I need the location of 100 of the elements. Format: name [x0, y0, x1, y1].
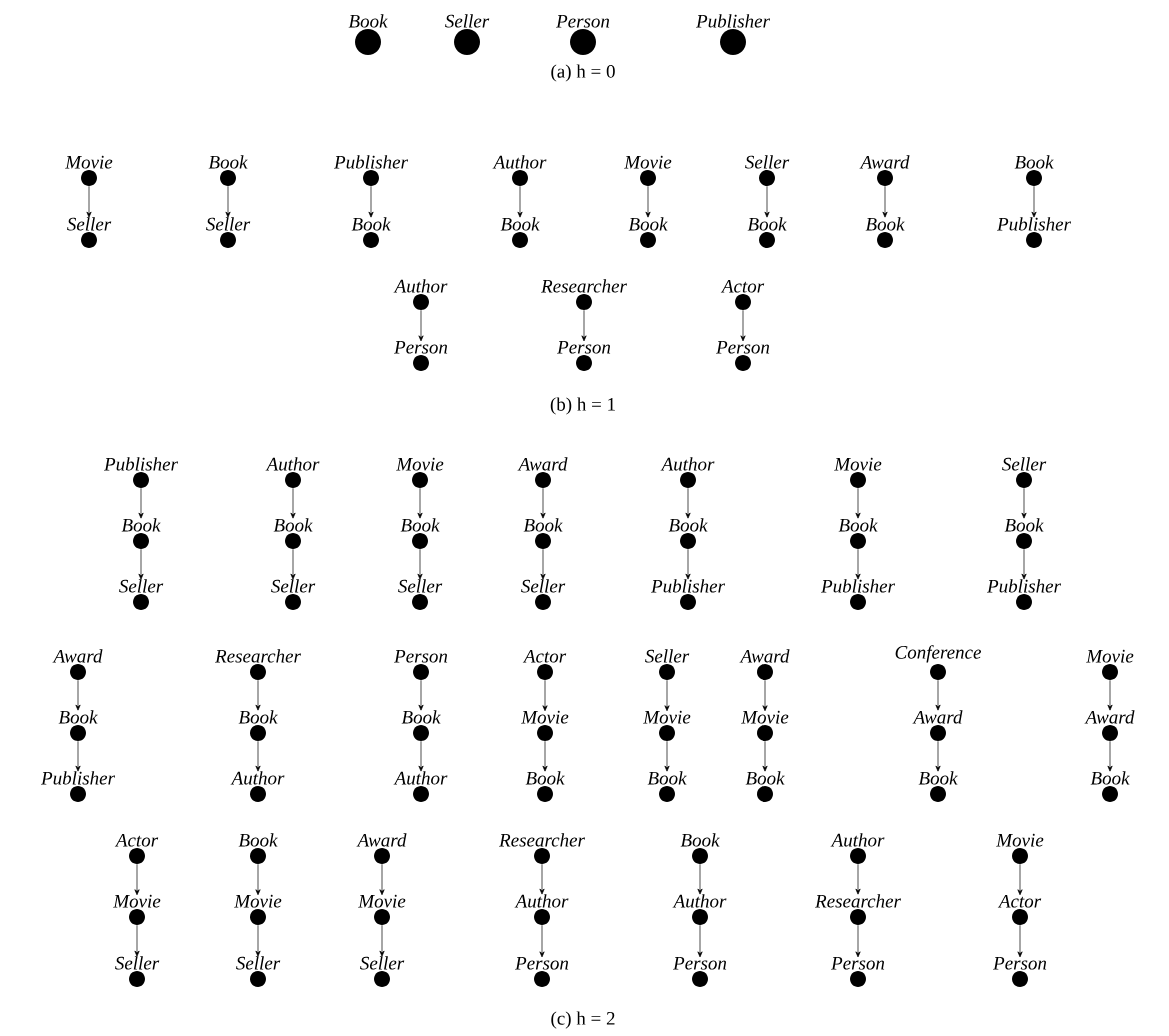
- node-label: Researcher: [540, 279, 627, 293]
- arrow: [255, 679, 261, 711]
- arrow: [697, 924, 703, 958]
- arrow: [855, 487, 861, 519]
- node-label: Person: [715, 340, 770, 354]
- node-label: Actor: [997, 894, 1042, 908]
- arrow: [935, 740, 941, 772]
- node-label: Movie: [1086, 649, 1134, 663]
- node-label: Seller: [745, 155, 790, 169]
- node-label: Publisher: [820, 579, 896, 593]
- node-label: Book: [121, 518, 161, 532]
- arrow: [255, 863, 261, 896]
- node-label: Researcher: [498, 833, 585, 847]
- arrow: [540, 548, 546, 580]
- node-label: Author: [230, 771, 285, 785]
- node-label: Book: [400, 518, 440, 532]
- node-label: Movie: [741, 710, 789, 724]
- node-label: Award: [1084, 710, 1135, 724]
- arrow: [225, 185, 231, 218]
- arrow: [418, 740, 424, 772]
- arrow: [645, 185, 651, 218]
- node-label: Movie: [396, 457, 444, 471]
- node-label: Seller: [445, 14, 490, 28]
- arrow: [664, 740, 670, 772]
- node-label: Movie: [521, 710, 569, 724]
- arrow: [882, 185, 888, 218]
- node-label: Author: [492, 155, 547, 169]
- arrow: [539, 924, 545, 958]
- arrow: [134, 924, 140, 957]
- arrow: [685, 487, 691, 519]
- node-label: Book: [523, 518, 563, 532]
- node-label: Movie: [358, 894, 406, 908]
- node-label: Book: [238, 833, 278, 847]
- arrow: [517, 185, 523, 218]
- node-label: Seller: [360, 956, 405, 970]
- arrow: [762, 679, 768, 712]
- node-label: Book: [238, 710, 278, 724]
- node-label: Award: [739, 649, 790, 663]
- node-label: Movie: [624, 155, 672, 169]
- arrow: [685, 548, 691, 580]
- node-label: Person: [393, 649, 448, 663]
- node-label: Movie: [834, 457, 882, 471]
- arrow: [539, 863, 545, 895]
- arrow: [855, 548, 861, 580]
- arrow: [418, 309, 424, 342]
- node-label: Award: [52, 649, 103, 663]
- node-label: Author: [393, 279, 448, 293]
- node-label: Author: [660, 457, 715, 471]
- node-label: Person: [555, 14, 610, 28]
- arrow: [1021, 548, 1027, 580]
- node-label: Person: [393, 340, 448, 354]
- node-label: Seller: [398, 579, 443, 593]
- caption: (a) h = 0: [551, 64, 615, 82]
- node-label: Actor: [114, 833, 159, 847]
- arrow: [764, 185, 770, 218]
- arrow: [540, 487, 546, 519]
- node-label: Book: [208, 155, 248, 169]
- node-label: Book: [647, 771, 687, 785]
- node-label: Book: [351, 217, 391, 231]
- node-label: Seller: [645, 649, 690, 663]
- node-label: Book: [401, 710, 441, 724]
- node-label: Seller: [1002, 457, 1047, 471]
- node-label: Seller: [67, 217, 112, 231]
- node-label: Researcher: [814, 894, 901, 908]
- node-label: Person: [514, 956, 569, 970]
- node-label: Book: [628, 217, 668, 231]
- node-label: Publisher: [650, 579, 726, 593]
- node-label: Award: [517, 457, 568, 471]
- arrow: [855, 924, 861, 958]
- arrow: [75, 679, 81, 711]
- node-label: Book: [680, 833, 720, 847]
- node-label: Movie: [643, 710, 691, 724]
- node-label: Book: [865, 217, 905, 231]
- arrow: [855, 863, 861, 895]
- node-label: Seller: [206, 217, 251, 231]
- node-label: Seller: [115, 956, 160, 970]
- node-label: Author: [830, 833, 885, 847]
- node-label: Person: [556, 340, 611, 354]
- node-label: Seller: [119, 579, 164, 593]
- arrow: [1031, 185, 1037, 218]
- arrow: [1021, 487, 1027, 519]
- node-label: Publisher: [103, 457, 179, 471]
- arrow: [1017, 924, 1023, 958]
- node-label: Person: [992, 956, 1047, 970]
- node-label: Person: [830, 956, 885, 970]
- arrow: [1017, 863, 1023, 896]
- node-label: Publisher: [333, 155, 409, 169]
- node-label: Movie: [996, 833, 1044, 847]
- arrow: [1107, 740, 1113, 772]
- arrow: [664, 679, 670, 712]
- node-label: Author: [514, 894, 569, 908]
- node-label: Seller: [236, 956, 281, 970]
- arrow: [418, 679, 424, 711]
- node-label: Book: [525, 771, 565, 785]
- arrow: [138, 548, 144, 580]
- node-label: Movie: [65, 155, 113, 169]
- arrow: [255, 924, 261, 957]
- arrow: [417, 548, 423, 580]
- node-label: Book: [918, 771, 958, 785]
- node-label: Author: [393, 771, 448, 785]
